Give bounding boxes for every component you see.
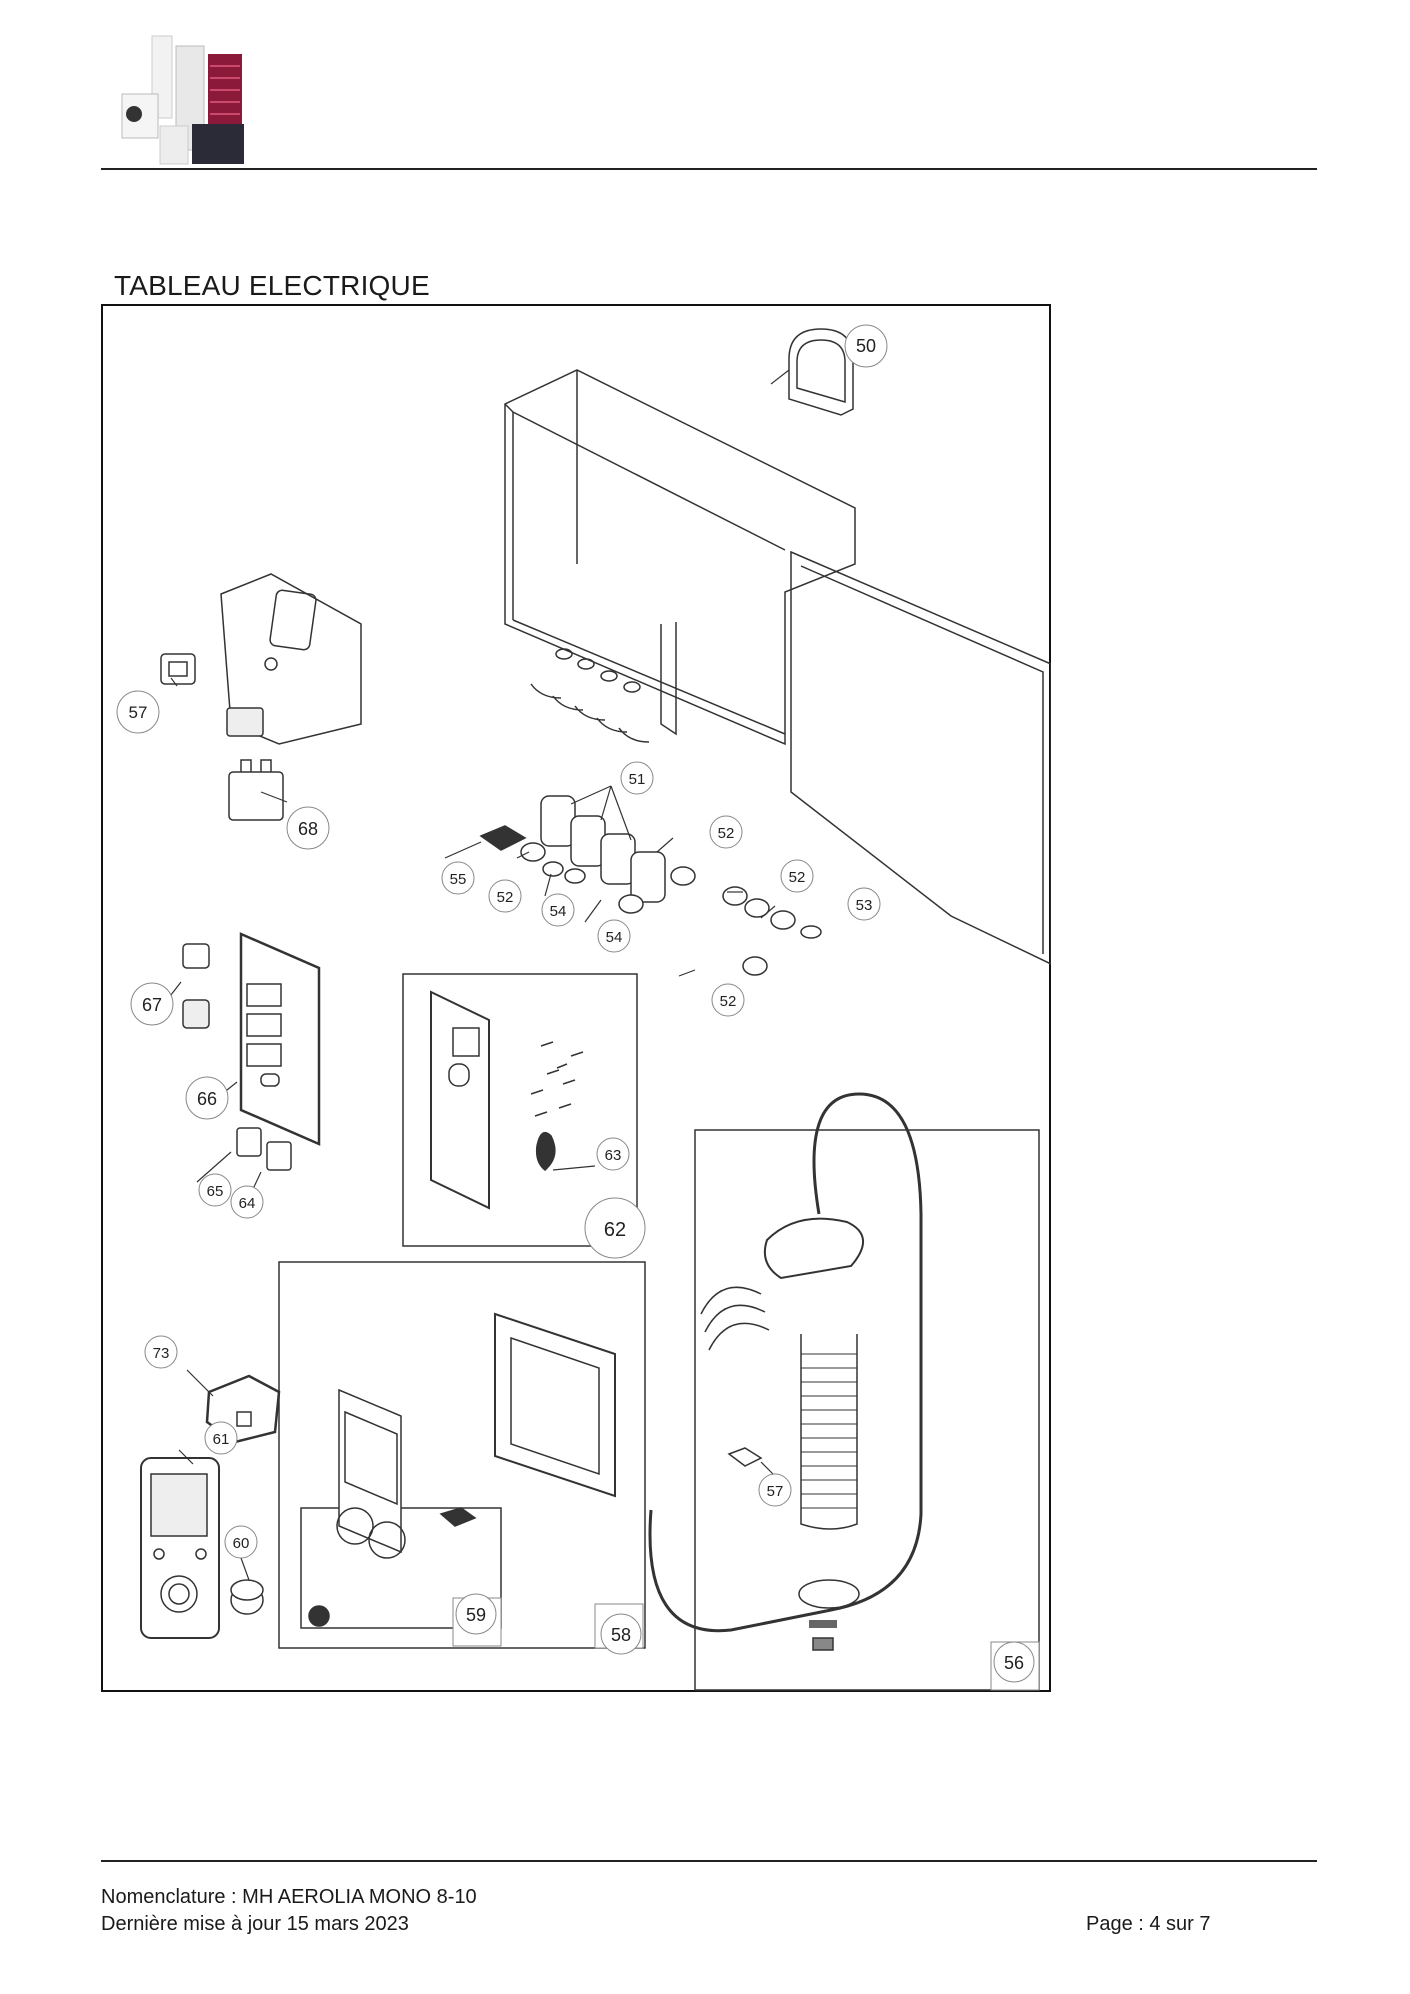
callout-55: 55 — [441, 861, 475, 895]
svg-text:54: 54 — [550, 903, 567, 920]
part-68-relay — [228, 759, 284, 821]
part-55-clip — [479, 825, 527, 851]
svg-text:61: 61 — [213, 1431, 230, 1448]
part-51-cable-glands — [540, 795, 666, 903]
electrical-box-cover — [790, 550, 1051, 965]
svg-text:60: 60 — [233, 1535, 250, 1552]
svg-text:68: 68 — [298, 819, 318, 839]
svg-text:52: 52 — [789, 869, 806, 886]
part-67-connectors — [182, 943, 210, 1029]
part-58-kit-box — [278, 1261, 646, 1649]
callout-54: 54 — [541, 893, 575, 927]
part-66-board — [239, 932, 321, 1146]
callout-60: 60 — [224, 1525, 258, 1559]
callout-73: 73 — [144, 1335, 178, 1369]
exploded-view-frame — [101, 304, 1051, 1692]
electrical-box-housing — [504, 369, 856, 746]
svg-text:63: 63 — [605, 1147, 622, 1164]
callout-52: 52 — [780, 859, 814, 893]
callout-67: 67 — [130, 982, 174, 1026]
svg-text:57: 57 — [767, 1483, 784, 1500]
svg-text:57: 57 — [129, 703, 148, 722]
svg-text:52: 52 — [497, 889, 514, 906]
company-logo — [121, 35, 244, 165]
callout-62: 62 — [584, 1197, 646, 1259]
part-61-control-panel — [140, 1457, 220, 1639]
callout-63: 63 — [596, 1137, 630, 1171]
svg-text:73: 73 — [153, 1345, 170, 1362]
callout-53: 53 — [847, 887, 881, 921]
part-57-sensor-switch — [160, 653, 196, 685]
footer-page-number: Page : 4 sur 7 — [1086, 1913, 1211, 1935]
callout-51: 51 — [620, 761, 654, 795]
svg-text:66: 66 — [197, 1089, 217, 1109]
callout-52: 52 — [488, 879, 522, 913]
footer-rule — [101, 1860, 1317, 1862]
svg-text:50: 50 — [856, 336, 876, 356]
callout-50: 50 — [844, 324, 888, 368]
part-50-cap — [788, 328, 854, 416]
svg-text:56: 56 — [1004, 1653, 1024, 1673]
svg-text:65: 65 — [207, 1183, 224, 1200]
part-60-knob — [230, 1579, 264, 1615]
part-connector-small — [226, 707, 264, 737]
callout-57: 57 — [758, 1473, 792, 1507]
callout-61: 61 — [204, 1421, 238, 1455]
svg-text:67: 67 — [142, 995, 162, 1015]
footer-nomenclature: Nomenclature : MH AEROLIA MONO 8-10 — [101, 1886, 477, 1908]
callout-59: 59 — [452, 1593, 502, 1647]
callout-52: 52 — [711, 983, 745, 1017]
callout-57: 57 — [116, 690, 160, 734]
exploded-view-drawing: 50 51 52 52 52 52 53 54 54 55 57 68 67 6… — [116, 324, 1051, 1691]
svg-text:64: 64 — [239, 1195, 256, 1212]
callout-68: 68 — [286, 806, 330, 850]
part-62-kit-box — [402, 973, 638, 1247]
callout-54: 54 — [597, 919, 631, 953]
part-65-64-fuse-holders — [236, 1127, 292, 1171]
section-title: TABLEAU ELECTRIQUE — [114, 270, 430, 301]
part-56-kit-box — [648, 1092, 1040, 1691]
callout-66: 66 — [185, 1076, 229, 1120]
svg-text:58: 58 — [611, 1625, 631, 1645]
svg-text:53: 53 — [856, 897, 873, 914]
svg-text:59: 59 — [466, 1605, 486, 1625]
callout-58: 58 — [594, 1603, 644, 1655]
svg-text:52: 52 — [720, 993, 737, 1010]
svg-text:62: 62 — [604, 1219, 626, 1241]
footer-last-updated: Dernière mise à jour 15 mars 2023 — [101, 1913, 409, 1935]
svg-text:55: 55 — [450, 871, 467, 888]
svg-text:52: 52 — [718, 825, 735, 842]
callout-56: 56 — [990, 1641, 1040, 1691]
svg-text:51: 51 — [629, 771, 646, 788]
callout-65: 65 — [198, 1173, 232, 1207]
svg-text:54: 54 — [606, 929, 623, 946]
callout-52: 52 — [709, 815, 743, 849]
callout-64: 64 — [230, 1185, 264, 1219]
header-rule — [101, 168, 1317, 170]
